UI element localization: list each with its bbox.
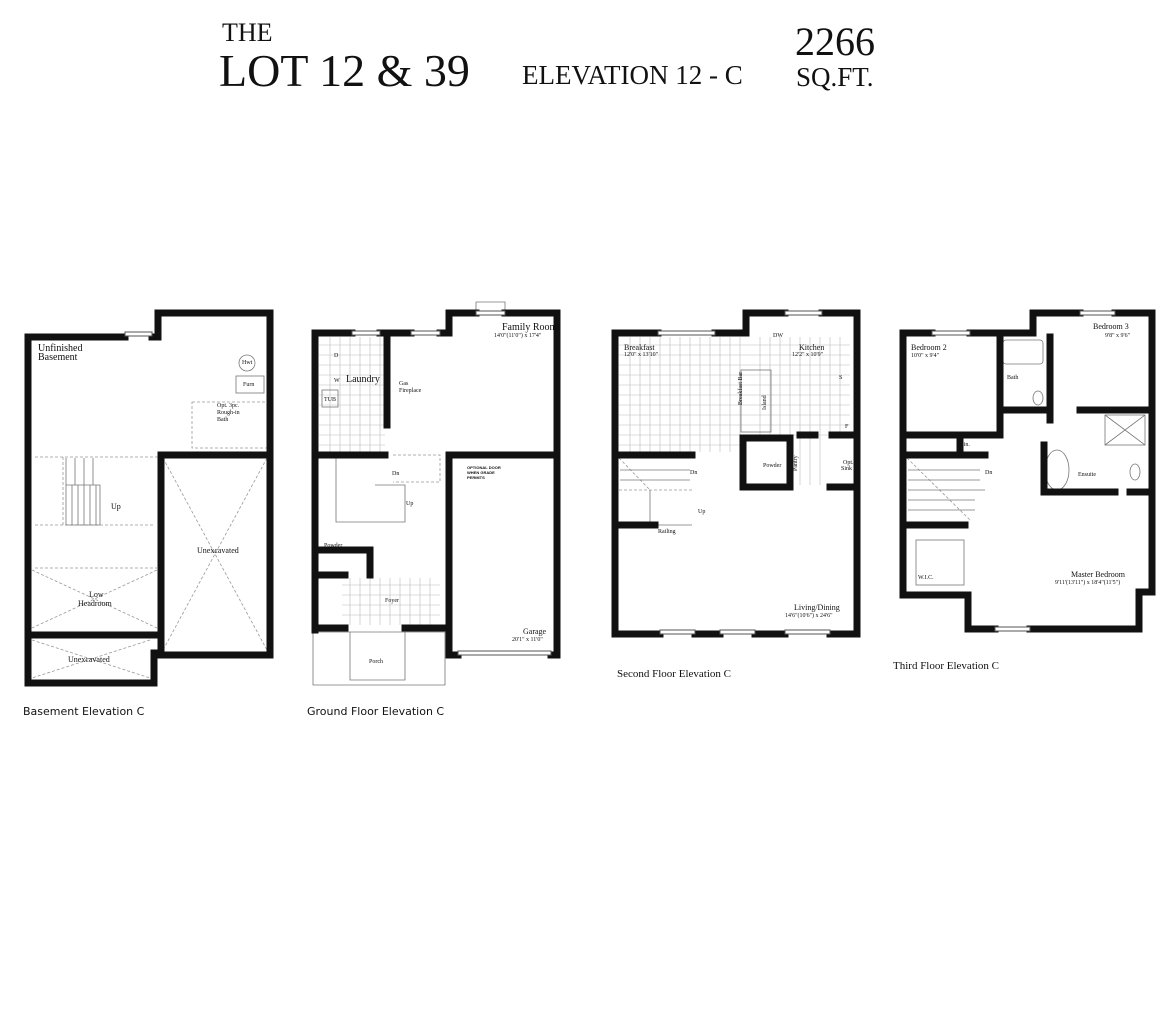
basement-unfinished-label-2: Basement bbox=[38, 352, 78, 363]
third-bedroom2-dims: 10'0" x 9'4" bbox=[911, 353, 940, 359]
third-master-label: Master Bedroom bbox=[1071, 570, 1125, 579]
walls bbox=[24, 309, 1156, 687]
ground-caption: Ground Floor Elevation C bbox=[307, 705, 445, 718]
second-living-label: Living/Dining bbox=[794, 603, 840, 612]
basement-hwt-label: Hwt bbox=[242, 360, 253, 366]
basement-furnace-label: Furn bbox=[243, 382, 255, 388]
second-railing-label: Railing bbox=[658, 529, 676, 535]
third-ensuite-label: Ensuite bbox=[1078, 472, 1096, 478]
third-caption: Third Floor Elevation C bbox=[893, 660, 1000, 672]
title-lot: LOT 12 & 39 bbox=[219, 45, 470, 96]
kitchen-tile bbox=[619, 337, 850, 485]
tile-grids bbox=[319, 337, 850, 625]
basement-bath-label-2: Rough-in bbox=[217, 410, 240, 416]
ground-optional-door-note-2: WHEN GRADE bbox=[467, 470, 495, 475]
laundry-tile bbox=[319, 337, 385, 452]
basement-unexcavated-bottom: Unexcavated bbox=[68, 655, 110, 664]
second-powder-label: Powder bbox=[763, 463, 782, 469]
second-kitchen-dims: 12'2" x 10'9" bbox=[792, 352, 824, 358]
ground-washer-label: W bbox=[334, 378, 340, 384]
ground-porch-label: Porch bbox=[369, 659, 383, 665]
second-stove-label: S bbox=[839, 375, 843, 381]
second-kitchen-label: Kitchen bbox=[799, 343, 825, 352]
ground-up-label: Up bbox=[406, 501, 414, 507]
third-linen-label: Lin. bbox=[960, 442, 970, 448]
second-caption: Second Floor Elevation C bbox=[617, 668, 731, 680]
second-pantry-label: Pantry bbox=[793, 455, 799, 471]
ground-family-room-dims: 14'0"(11'0") x 17'4" bbox=[494, 333, 542, 339]
second-island-label: Island bbox=[762, 395, 768, 410]
third-master-dims: 9'11'(13'11") x 18'4"(11'5") bbox=[1055, 580, 1121, 586]
ground-garage-label: Garage bbox=[523, 627, 547, 636]
ground-foyer-label: Foyer bbox=[385, 598, 399, 604]
second-dn-label: Dn bbox=[690, 470, 698, 476]
basement-bath-label-3: Bath bbox=[217, 417, 229, 423]
second-living-dims: 14'6"(10'6") x 24'6" bbox=[785, 613, 833, 619]
third-bath-label: Bath bbox=[1007, 375, 1019, 381]
ground-laundry-label: Laundry bbox=[346, 374, 380, 385]
basement-caption: Basement Elevation C bbox=[23, 705, 145, 718]
ground-dryer-label: D bbox=[334, 353, 339, 359]
basement-bath-label: Opt. 3pc. bbox=[217, 403, 240, 409]
second-opt-sink-label-2: Sink bbox=[841, 466, 853, 472]
basement-unexcavated-right: Unexcavated bbox=[197, 546, 239, 555]
foyer-tile bbox=[342, 578, 440, 625]
basement-unfinished-label: Unfinished bbox=[38, 343, 83, 354]
ground-dn-label: Dn bbox=[392, 471, 400, 477]
title-elevation: ELEVATION 12 - C bbox=[522, 60, 743, 90]
second-up-label: Up bbox=[698, 509, 706, 515]
ground-tub-label: TUB bbox=[324, 397, 336, 403]
basement-low-label: Low bbox=[89, 590, 104, 599]
title-the: THE bbox=[222, 18, 273, 47]
second-opt-sink-label: Opt. bbox=[843, 460, 854, 466]
third-bedroom2-label: Bedroom 2 bbox=[911, 343, 947, 352]
second-breakfast-dims: 12'0" x 13'10" bbox=[624, 352, 659, 358]
basement-low-label-2: Headroom bbox=[78, 599, 112, 608]
ground-garage-dims: 20'1" x 11'0" bbox=[512, 637, 543, 643]
third-wic-label: W.I.C. bbox=[918, 575, 934, 581]
second-fridge-label: F bbox=[845, 424, 849, 430]
windows bbox=[124, 310, 1116, 656]
basement-up-label: Up bbox=[111, 502, 121, 511]
ground-fireplace-label: Gas bbox=[399, 381, 409, 387]
ground-fireplace-label-2: Fireplace bbox=[399, 388, 422, 394]
second-dishwasher-label: DW bbox=[773, 333, 783, 339]
ground-family-room-label: Family Room bbox=[502, 322, 558, 333]
third-bedroom3-dims: 9'8" x 9'6" bbox=[1105, 333, 1131, 339]
sqft-value: 2266 bbox=[795, 19, 875, 64]
third-bedroom3-label: Bedroom 3 bbox=[1093, 322, 1129, 331]
second-breakfast-label: Breakfast bbox=[624, 343, 655, 352]
ground-optional-door-note-3: PERMITS bbox=[467, 475, 485, 480]
sqft-unit: SQ.FT. bbox=[796, 62, 874, 92]
third-dn-label: Dn bbox=[985, 470, 993, 476]
ground-optional-door-note: OPTIONAL DOOR bbox=[467, 465, 501, 470]
ground-powder-label: Powder bbox=[324, 543, 343, 549]
second-breakfast-bar-label: Breakfast Bar bbox=[738, 371, 744, 405]
